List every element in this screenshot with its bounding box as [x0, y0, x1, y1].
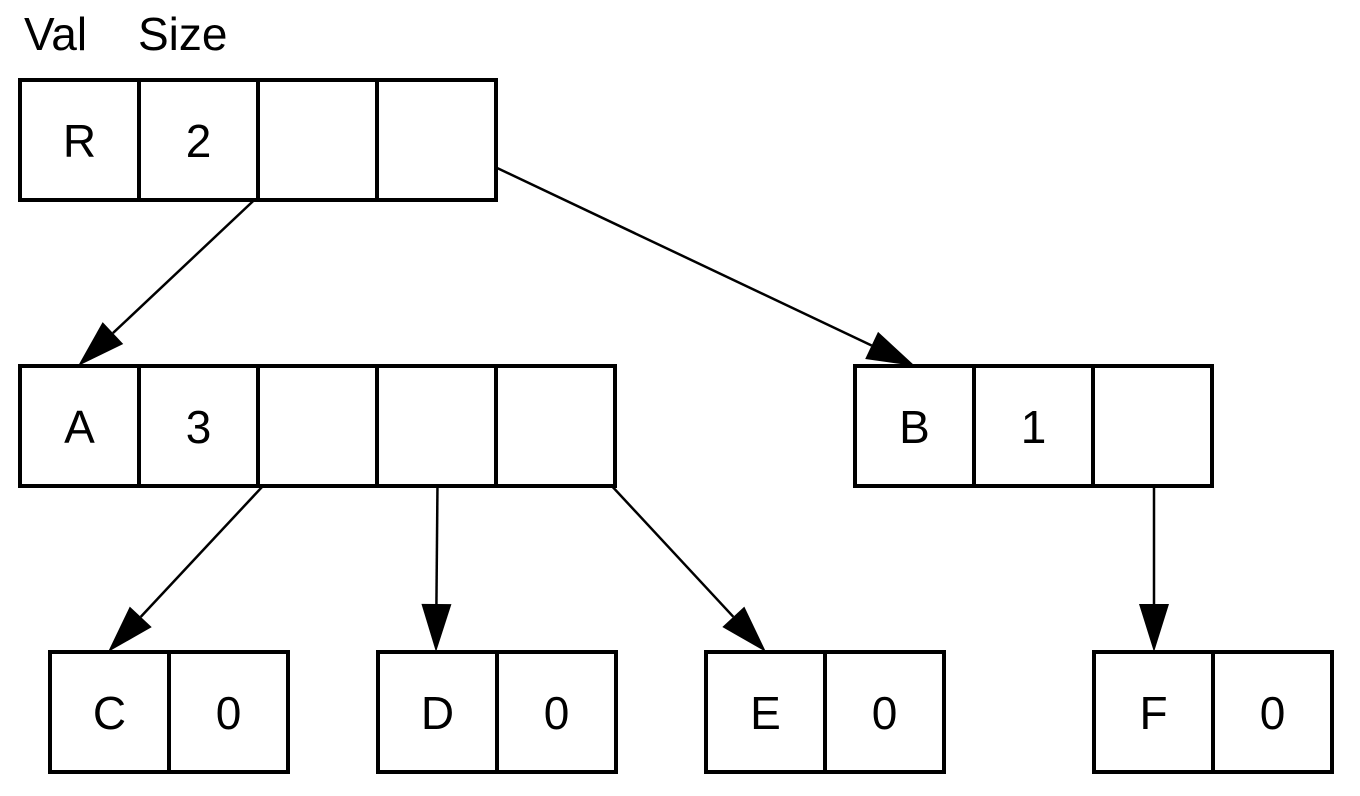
pointer-cell-1 — [1091, 364, 1214, 488]
pointer-line — [437, 138, 873, 347]
node-size-label: 0 — [872, 687, 898, 739]
node-value-label: F — [1139, 687, 1167, 739]
arrowhead — [421, 603, 452, 652]
arrowhead — [78, 322, 124, 366]
val-header-label: Val — [24, 8, 87, 60]
node-value-label: D — [421, 687, 454, 739]
value-cell — [48, 650, 171, 774]
value-cell — [704, 650, 827, 774]
pointer-cell-2 — [375, 364, 498, 488]
node-size-label: 2 — [186, 115, 212, 167]
node-value-label: B — [899, 401, 930, 453]
pointer-cell-1 — [256, 78, 379, 202]
arrowhead — [722, 606, 766, 652]
column-header: Val Size — [24, 8, 227, 60]
node-value-label: A — [64, 401, 95, 453]
value-cell — [18, 78, 141, 202]
size-cell — [823, 650, 946, 774]
pointer-cell-2 — [375, 78, 498, 202]
node-size-label: 1 — [1021, 401, 1047, 453]
node-size-label: 0 — [1260, 687, 1286, 739]
pointer-cell-1 — [256, 364, 379, 488]
size-cell — [972, 364, 1095, 488]
size-header-label: Size — [138, 8, 227, 60]
node-value-label: C — [93, 687, 126, 739]
node-size-label: 0 — [544, 687, 570, 739]
arrowhead — [1139, 604, 1169, 652]
value-cell — [1092, 650, 1215, 774]
pointer-cell-3 — [494, 364, 617, 488]
node-size-label: 3 — [186, 401, 212, 453]
size-cell — [495, 650, 618, 774]
arrowhead — [108, 606, 152, 652]
edge-r-to-b — [437, 138, 915, 366]
value-cell — [853, 364, 976, 488]
arrowhead — [865, 331, 915, 366]
size-cell — [1211, 650, 1334, 774]
node-value-label: E — [750, 687, 781, 739]
node-value-label: R — [63, 115, 96, 167]
node-size-label: 0 — [216, 687, 242, 739]
size-cell — [167, 650, 290, 774]
